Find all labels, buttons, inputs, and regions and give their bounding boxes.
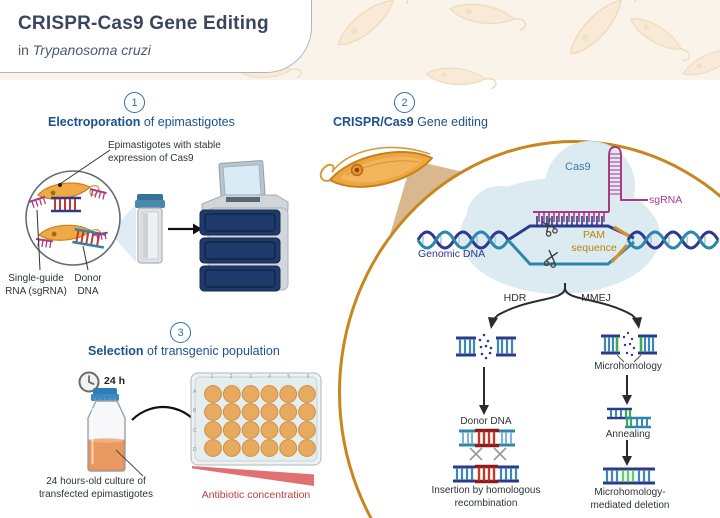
arrow-down-mmej1 xyxy=(622,375,632,405)
step3-heading-rest: of transgenic population xyxy=(143,344,280,358)
electroporator-screen xyxy=(218,160,266,202)
arrow-to-electroporator xyxy=(168,223,202,235)
sgrna-label: sgRNA xyxy=(649,194,683,206)
antibiotic-label: Antibiotic concentration xyxy=(201,489,311,501)
step1-heading: Electroporation of epimastigotes xyxy=(48,115,235,129)
cas9-label: Cas9 xyxy=(565,161,591,173)
crossover-icon xyxy=(469,447,507,461)
sgrna-comb-icon xyxy=(93,231,108,241)
epimastigote-mix-circle xyxy=(25,170,121,266)
mmej-label: MMEJ xyxy=(581,292,611,304)
culture-label: 24 hours-old culture of transfected epim… xyxy=(39,476,153,500)
donor-pointer-line xyxy=(82,245,89,271)
electroporator-drawers xyxy=(199,209,281,292)
step3-badge: 3 xyxy=(170,322,191,343)
step2-heading-bold: CRISPR/Cas9 xyxy=(333,115,414,129)
dna-bases xyxy=(536,216,603,226)
page-title: CRISPR-Cas9 Gene Editing xyxy=(18,13,269,34)
electroporator-icon xyxy=(199,160,289,292)
resection-dots xyxy=(622,331,636,357)
step3-number: 3 xyxy=(177,326,184,339)
genomic-dna-label: Genomic DNA xyxy=(418,248,486,260)
pam-label: PAM sequence xyxy=(571,229,617,255)
dna-fragment-icon xyxy=(51,196,81,213)
arrow-down-hdr xyxy=(479,367,489,415)
culture-pointer-line xyxy=(115,449,144,477)
scissors-icon xyxy=(541,218,558,237)
sgrna-comb-icon xyxy=(89,188,107,200)
step2-badge: 2 xyxy=(394,92,415,113)
arrow-down-mmej2 xyxy=(622,440,632,466)
annealing-dna-icon xyxy=(607,407,651,429)
cut-dna-hdr-icon xyxy=(456,333,516,360)
dna-helix-left xyxy=(416,230,510,250)
trypanosome-icon xyxy=(319,146,433,188)
page-subtitle: in Trypanosoma cruzi xyxy=(18,42,151,58)
plate-wells xyxy=(204,385,316,457)
repair-branch-arrows xyxy=(488,283,642,329)
annealing-label: Annealing xyxy=(605,429,651,440)
subtitle-prefix: in xyxy=(18,42,33,58)
deletion-dna-icon xyxy=(603,467,655,485)
insertion-label: Insertion by homologous recombination xyxy=(431,485,541,509)
hdr-label: HDR xyxy=(503,292,527,304)
time-label: 24 h xyxy=(104,375,126,387)
epi-pointer-line xyxy=(58,149,111,187)
species-name: Trypanosoma cruzi xyxy=(32,42,151,58)
step1-badge: 1 xyxy=(124,92,145,113)
dna-helix-right xyxy=(626,230,720,250)
cuvette-icon xyxy=(135,194,165,264)
sgrna-label-step1: Single-guide RNA (sgRNA) xyxy=(5,273,67,297)
step2-number: 2 xyxy=(401,96,408,109)
recombined-dna-icon xyxy=(453,464,519,484)
microhomology-label: Microhomology xyxy=(594,361,662,372)
cut-dna-mmej-icon xyxy=(601,331,657,363)
step1-heading-bold: Electroporation xyxy=(48,115,141,129)
title-card: CRISPR-Cas9 Gene Editing in Trypanosoma … xyxy=(0,0,312,73)
step2-heading: CRISPR/Cas9 Gene editing xyxy=(333,115,488,129)
deletion-label: Microhomology- mediated deletion xyxy=(590,487,670,511)
step1-number: 1 xyxy=(131,96,138,109)
crispr-complex xyxy=(416,145,720,268)
pam-segment-top xyxy=(613,225,630,238)
clock-icon xyxy=(78,371,100,393)
well-plate-icon xyxy=(190,372,322,466)
step3-heading: Selection of transgenic population xyxy=(88,344,280,358)
resection-dots xyxy=(478,333,493,360)
donor-dna-label-step1: Donor DNA xyxy=(74,273,102,297)
antibiotic-gradient-wedge xyxy=(192,466,314,486)
sgrna-comb-icon xyxy=(28,195,47,208)
sgrna-pointer-line xyxy=(36,209,41,271)
step3-heading-bold: Selection xyxy=(88,344,144,358)
pam-segment-bottom xyxy=(610,243,629,264)
epi-cas9-label: Epimastigotes with stable expression of … xyxy=(108,140,221,164)
step2-heading-rest: Gene editing xyxy=(413,115,488,129)
step1-heading-rest: of epimastigotes xyxy=(140,115,235,129)
scissors-icon xyxy=(543,249,559,268)
donor-dna-icon xyxy=(459,428,515,448)
donor-dna-label-step2: Donor DNA xyxy=(460,416,512,427)
culture-flask-icon xyxy=(87,388,126,472)
sgrna-molecule xyxy=(533,145,648,222)
